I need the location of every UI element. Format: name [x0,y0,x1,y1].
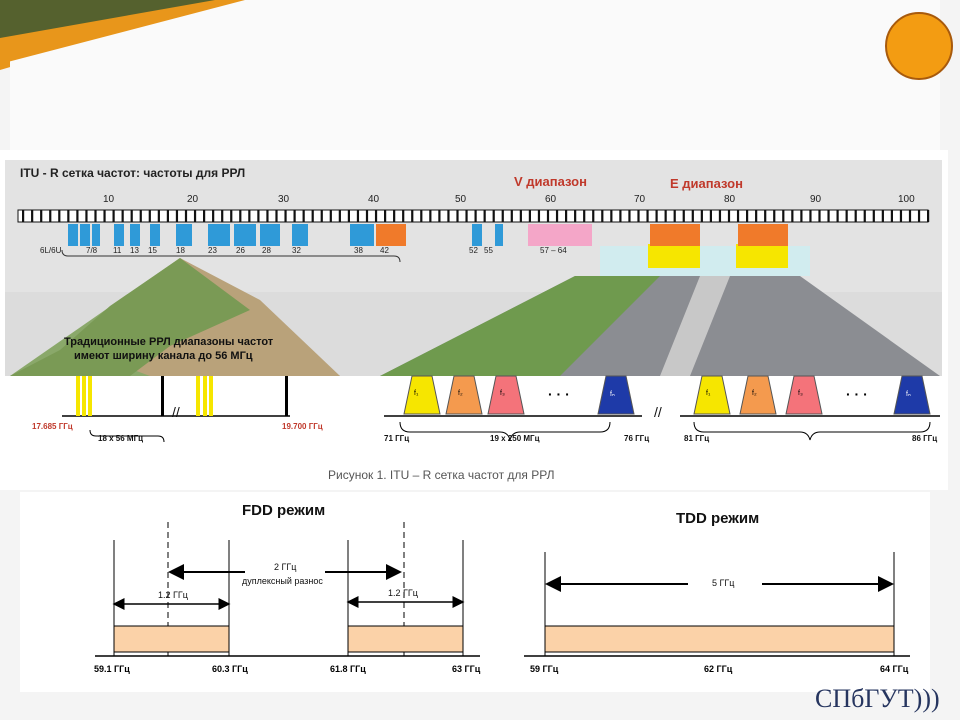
v-ch-fn: fₙ [610,391,615,398]
channel-label: 18 [176,246,185,255]
channel-block [92,224,100,246]
channel-label: 42 [380,246,389,255]
v-band-label: V диапазон [514,174,587,189]
fdd-title: FDD режим [242,502,326,519]
e-ch-f1: f₁ [706,390,711,397]
header-decoration [0,0,940,152]
figure-caption: Рисунок 1. ITU – R сетка частот для РРЛ [328,468,555,482]
e-ch-fn: fₙ [906,391,911,398]
channel-block [376,224,406,246]
traditional-caption-line2: имеют ширину канала до 56 МГц [74,350,253,362]
tdd-title: TDD режим [676,510,760,527]
channel-label: 11 [113,246,122,255]
scale-label: 60 [545,194,557,205]
v-start: 71 ГГц [384,434,410,443]
channel-label: 32 [292,246,301,255]
channel-label: 23 [208,246,217,255]
channel-block [650,224,700,246]
tdd-f1: 59 ГГц [530,664,559,674]
logo-text: СПбГУТ))) [815,684,940,713]
channel-block [495,224,503,246]
channel-label: 26 [236,246,245,255]
scale-label: 70 [634,194,646,205]
channel-label: 55 [484,246,493,255]
channel-block [208,224,230,246]
scale-label: 80 [724,194,736,205]
channel-label: 38 [354,246,363,255]
channel-label: 13 [130,246,139,255]
e-ch-f3: f₃ [798,390,803,397]
channel-block [68,224,78,246]
left-freq-end: 19.700 ГГц [282,422,323,431]
scale-label: 10 [103,194,115,205]
scale-label: 40 [368,194,380,205]
channel-block [528,224,592,246]
channel-block [80,224,90,246]
left-freq-start: 17.685 ГГц [32,422,73,431]
channel-label: 52 [469,246,478,255]
channel-block [350,224,374,246]
fdd-diagram: FDD режим 2 ГГц дуплексный разнос 1.2 ГГ… [20,492,930,692]
channel-label: 6L/6U [40,246,62,255]
traditional-caption-line1: Традиционные РРЛ диапазоны частот [64,336,274,348]
e-start: 81 ГГц [684,434,710,443]
ve-break: // [654,404,662,420]
channel-label: 57 – 64 [540,246,567,255]
left-channels: 18 x 56 МГц [98,434,144,443]
tdd-f3: 64 ГГц [880,664,909,674]
fdd-f1: 59.1 ГГц [94,664,130,674]
fdd-spacing-value: 2 ГГц [274,562,297,572]
scale-label: 20 [187,194,199,205]
v-dots: · · · [548,386,570,402]
fdd-spacing-label: дуплексный разнос [242,576,323,586]
v-channels: 19 x 250 МГц [490,434,540,443]
scale-label: 30 [278,194,290,205]
v-ch-f1: f₁ [414,390,419,397]
scale-label: 50 [455,194,467,205]
fdd-f4: 63 ГГц [452,664,481,674]
fdd-f2: 60.3 ГГц [212,664,248,674]
tdd-width-label: 5 ГГц [712,578,735,588]
fdd-tdd-svg [95,522,910,657]
channel-block [130,224,140,246]
fdd-f3: 61.8 ГГц [330,664,366,674]
left-break: // [172,404,180,420]
scale-label: 100 [898,194,915,205]
e-band-label: E диапазон [670,176,743,191]
channel-label: 28 [262,246,271,255]
channel-block [260,224,280,246]
grid-title: ITU - R сетка частот: частоты для РРЛ [20,166,246,180]
channel-block [738,224,788,246]
v-ch-f3: f₃ [500,390,505,397]
channel-block [176,224,192,246]
e-ch-f2: f₂ [752,390,757,397]
e-dots: · · · [846,386,868,402]
fdd-band-width-right: 1.2 ГГц [388,588,418,598]
channel-block [114,224,124,246]
channel-block [292,224,308,246]
tdd-f2: 62 ГГц [704,664,733,674]
channel-block [234,224,256,246]
channel-label: 15 [148,246,157,255]
fdd-band-width-left: 1.2 ГГц [158,590,188,600]
e-end: 86 ГГц [912,434,938,443]
channel-label: 7/8 [86,246,98,255]
v-end: 76 ГГц [624,434,650,443]
v-ch-f2: f₂ [458,390,463,397]
accent-circle-icon [885,12,953,80]
channel-block [472,224,482,246]
scale-label: 90 [810,194,822,205]
channel-block [150,224,160,246]
